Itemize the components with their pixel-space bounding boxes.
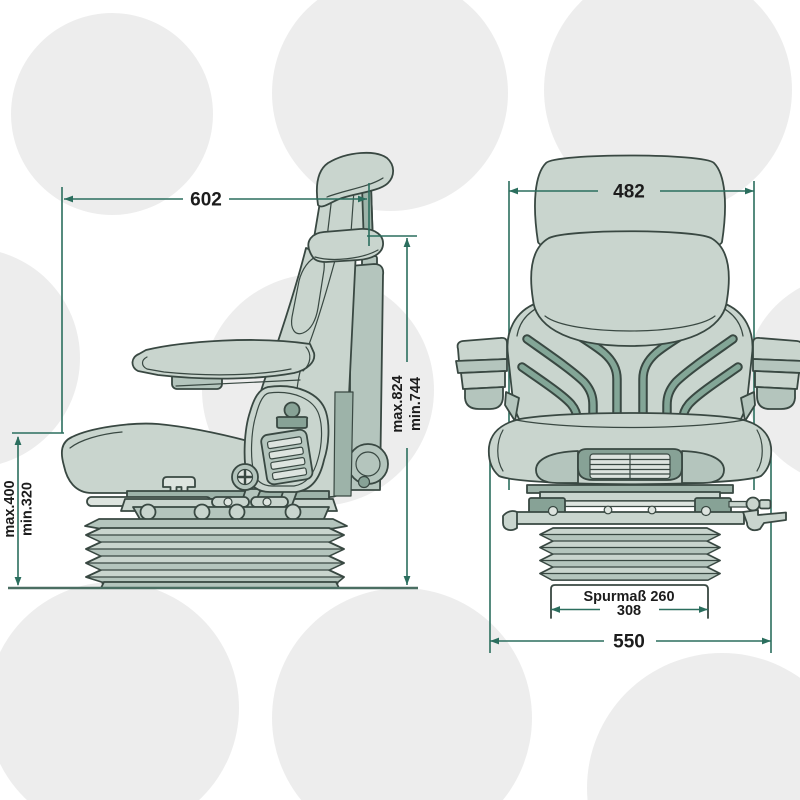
pattern-circle — [272, 588, 532, 800]
backrest-frame — [347, 255, 389, 491]
seat-side-bracket — [231, 385, 330, 493]
front-base-plate — [550, 584, 709, 619]
pattern-circle — [0, 252, 80, 464]
dimension-total-height: max.824 min.744 — [390, 238, 424, 585]
side-flap-left — [504, 391, 520, 422]
pattern-circle — [0, 582, 239, 800]
front-view-drawing — [455, 154, 800, 619]
dimension-482: 482 — [509, 182, 754, 203]
suspension-rails — [84, 488, 348, 530]
lumbar-pillow — [307, 228, 384, 263]
roller — [193, 503, 211, 521]
dim-total-height-max-label: max.824 — [390, 375, 406, 432]
mount-hook-right — [742, 509, 787, 532]
pattern-circle — [587, 653, 800, 800]
roller — [139, 503, 157, 521]
front-armrest-left — [455, 336, 508, 410]
front-vent-grille — [535, 448, 725, 484]
dim-308-label: 308 — [617, 603, 641, 619]
dim-track-gauge-label: Spurmaß 260 — [583, 589, 674, 605]
dimension-seat-height: max.400 min.320 — [2, 436, 36, 586]
suspension-bellows — [85, 527, 345, 589]
armrest — [131, 339, 316, 390]
front-backrest-pad — [530, 230, 730, 347]
pattern-circle — [11, 13, 213, 215]
adjuster-handle — [162, 476, 196, 494]
roller — [228, 503, 246, 521]
dim-602-label: 602 — [190, 190, 222, 211]
mount-hook-left — [502, 510, 518, 531]
side-view-drawing — [60, 151, 395, 589]
dim-550-label: 550 — [613, 632, 645, 653]
front-armrest-right — [752, 336, 800, 410]
roller — [284, 503, 302, 521]
dim-482-label: 482 — [613, 182, 645, 203]
dimension-550: 550 — [490, 632, 771, 653]
dim-total-height-min-label: min.744 — [408, 377, 424, 431]
vent-slot-panel — [260, 428, 314, 486]
seat-occupant-icon — [275, 401, 309, 429]
dim-seat-height-max-label: max.400 — [2, 480, 18, 537]
dimension-annotations: 602 max.400 min.320 max.824 min.744 482 — [2, 182, 771, 653]
front-bellows — [539, 527, 721, 581]
dim-seat-height-min-label: min.320 — [20, 482, 36, 536]
front-suspension-frame — [502, 484, 787, 532]
dimension-308: Spurmaß 260 308 — [551, 589, 708, 619]
adjustment-knob — [745, 496, 761, 512]
dimension-602: 602 — [64, 190, 367, 211]
pattern-circle — [272, 0, 508, 211]
phillips-screw-icon — [231, 463, 259, 491]
